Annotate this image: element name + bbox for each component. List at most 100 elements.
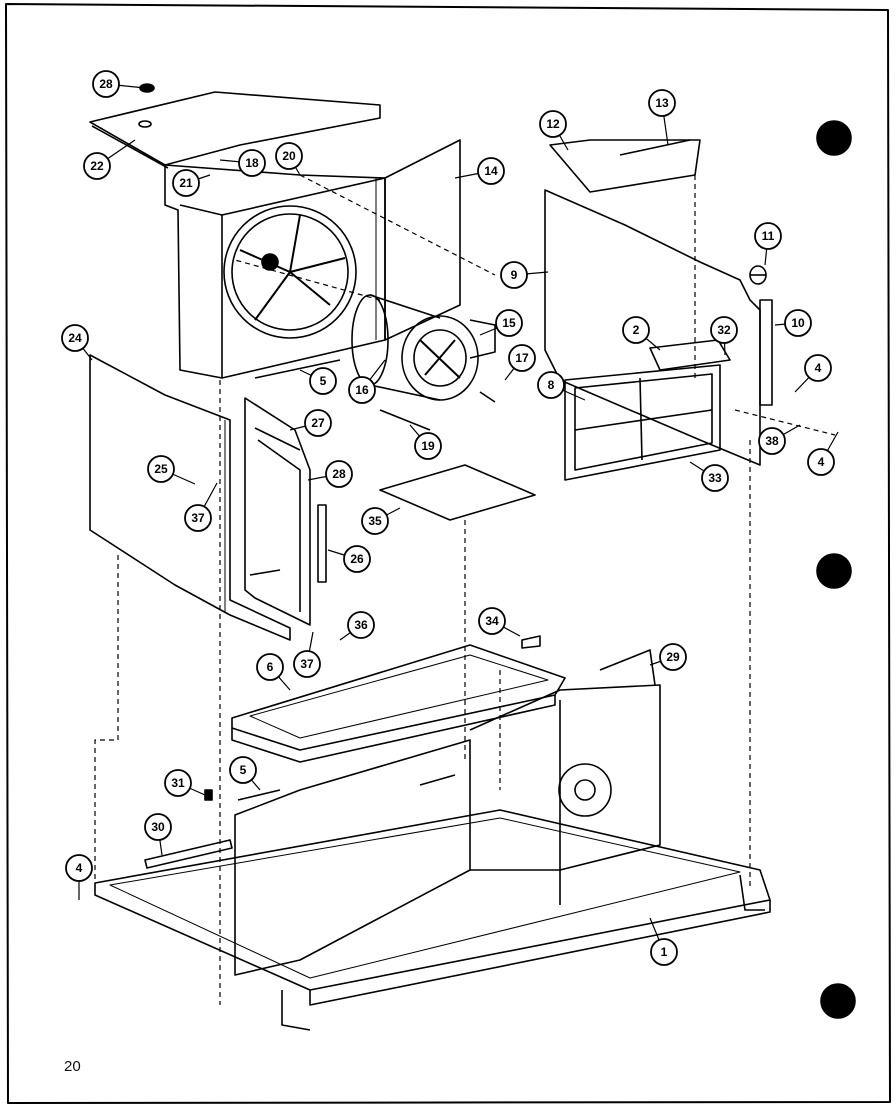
callout-11: 11 bbox=[754, 222, 782, 266]
capacitor-11 bbox=[749, 265, 767, 285]
callout-4: 4 bbox=[807, 431, 839, 476]
callout-bubble bbox=[784, 309, 812, 337]
callout-18: 18 bbox=[219, 149, 266, 177]
callout-bubble bbox=[650, 938, 678, 966]
callout-label: 31 bbox=[171, 776, 185, 790]
binder-hole-middle bbox=[816, 553, 852, 589]
callout-24: 24 bbox=[61, 324, 93, 361]
page-number: 20 bbox=[64, 1058, 81, 1075]
callout-14: 14 bbox=[454, 157, 505, 185]
partition-28 bbox=[244, 397, 311, 626]
callout-12: 12 bbox=[539, 110, 569, 151]
callout-bubble bbox=[758, 427, 786, 455]
callout-bubble bbox=[622, 316, 650, 344]
callout-label: 19 bbox=[421, 439, 435, 453]
callout-bubble bbox=[508, 344, 536, 372]
callout-label: 18 bbox=[245, 156, 259, 170]
blower-motor-16 bbox=[351, 294, 496, 431]
bracket-10 bbox=[759, 299, 773, 406]
callout-2: 2 bbox=[622, 316, 661, 351]
strip-30 bbox=[144, 839, 233, 869]
callout-label: 28 bbox=[99, 77, 113, 91]
callout-33: 33 bbox=[689, 461, 729, 492]
callout-label: 5 bbox=[240, 763, 247, 777]
callout-bubble bbox=[144, 813, 172, 841]
callout-bubble bbox=[347, 611, 375, 639]
callout-bubble bbox=[414, 432, 442, 460]
callout-13: 13 bbox=[648, 89, 676, 146]
fan-shroud-14 bbox=[164, 139, 461, 379]
callout-label: 4 bbox=[815, 361, 822, 375]
callout-bubble bbox=[293, 650, 321, 678]
callout-label: 38 bbox=[765, 434, 779, 448]
strip-5-lower bbox=[237, 789, 281, 801]
divider-wall bbox=[234, 649, 661, 976]
callout-label: 13 bbox=[655, 96, 669, 110]
binder-hole-top bbox=[816, 120, 852, 156]
callout-bubble bbox=[659, 643, 687, 671]
side-panel-24 bbox=[89, 354, 291, 641]
callout-bubble bbox=[147, 455, 175, 483]
callout-5: 5 bbox=[229, 756, 261, 791]
callout-25: 25 bbox=[147, 455, 196, 485]
callout-bubble bbox=[537, 371, 565, 399]
callout-label: 37 bbox=[300, 657, 314, 671]
callout-bubble bbox=[361, 507, 389, 535]
callout-bubble bbox=[710, 316, 738, 344]
callout-bubble bbox=[238, 149, 266, 177]
callout-bubble bbox=[348, 376, 376, 404]
bracket-34 bbox=[521, 635, 541, 649]
callout-4: 4 bbox=[65, 854, 93, 900]
callout-4: 4 bbox=[794, 354, 832, 393]
callout-bubble bbox=[754, 222, 782, 250]
filter-8 bbox=[564, 339, 731, 481]
clip-31 bbox=[204, 789, 213, 801]
callout-bubble bbox=[92, 70, 120, 98]
callout-bubble bbox=[83, 152, 111, 180]
page-border bbox=[5, 3, 891, 1104]
callout-bubble bbox=[164, 769, 192, 797]
callout-26: 26 bbox=[327, 545, 371, 573]
callout-label: 10 bbox=[791, 316, 805, 330]
chassis-base-1 bbox=[94, 809, 771, 1031]
callout-label: 17 bbox=[515, 351, 529, 365]
callout-label: 11 bbox=[762, 229, 775, 243]
callout-label: 6 bbox=[267, 660, 274, 674]
callout-17: 17 bbox=[504, 344, 536, 381]
callout-bubble bbox=[65, 854, 93, 882]
callout-label: 28 bbox=[332, 467, 346, 481]
callout-bubble bbox=[61, 324, 89, 352]
callout-22: 22 bbox=[83, 139, 136, 180]
callout-20: 20 bbox=[275, 142, 303, 176]
callout-bubble bbox=[229, 756, 257, 784]
callout-bubble bbox=[309, 367, 337, 395]
callout-label: 4 bbox=[76, 861, 83, 875]
callout-label: 29 bbox=[666, 650, 680, 664]
drain-pan-6 bbox=[231, 644, 566, 763]
callout-label: 14 bbox=[484, 164, 498, 178]
callout-label: 32 bbox=[717, 323, 731, 337]
callout-label: 34 bbox=[485, 614, 499, 628]
callout-36: 36 bbox=[339, 611, 375, 641]
callout-32: 32 bbox=[710, 316, 738, 356]
callout-37: 37 bbox=[184, 482, 218, 532]
callout-label: 2 bbox=[633, 323, 640, 337]
callout-37: 37 bbox=[293, 631, 321, 678]
callout-label: 12 bbox=[546, 117, 560, 131]
callout-29: 29 bbox=[649, 643, 687, 671]
callout-label: 33 bbox=[708, 471, 722, 485]
callout-34: 34 bbox=[478, 607, 521, 637]
callout-28: 28 bbox=[92, 70, 146, 98]
callout-label: 1 bbox=[661, 945, 668, 959]
callout-label: 5 bbox=[320, 374, 327, 388]
callout-bubble bbox=[539, 110, 567, 138]
callout-label: 15 bbox=[502, 316, 516, 330]
callout-bubble bbox=[184, 504, 212, 532]
callout-label: 30 bbox=[151, 820, 165, 834]
callout-27: 27 bbox=[289, 409, 332, 437]
callout-label: 36 bbox=[354, 618, 368, 632]
callout-label: 26 bbox=[350, 552, 364, 566]
callout-label: 4 bbox=[818, 455, 825, 469]
callout-bubble bbox=[478, 607, 506, 635]
